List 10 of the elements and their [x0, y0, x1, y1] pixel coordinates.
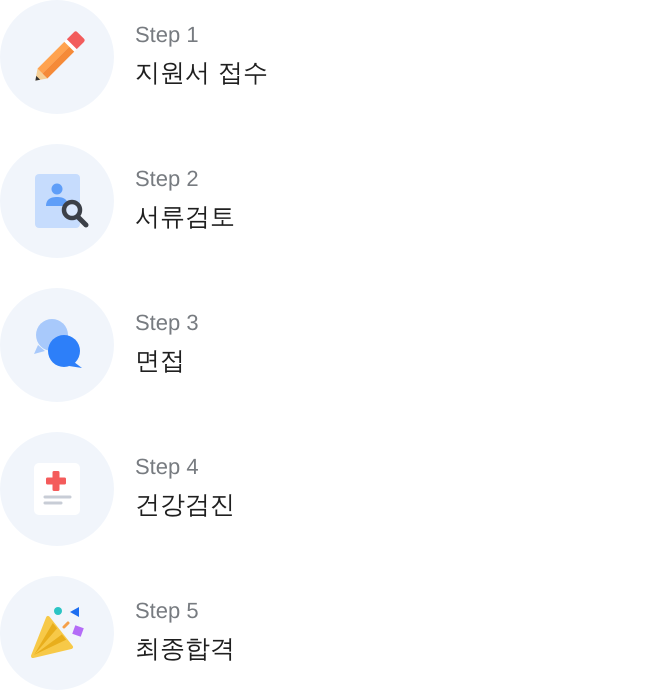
step-label: Step 3: [135, 312, 199, 334]
step-label: Step 2: [135, 168, 199, 190]
step-label: Step 5: [135, 600, 199, 622]
step-title: 면접: [135, 346, 185, 376]
step-title: 최종합격: [135, 634, 235, 664]
step-title: 서류검토: [135, 202, 235, 232]
step-label: Step 4: [135, 456, 199, 478]
step-title: 지원서 접수: [135, 58, 268, 88]
step-title: 건강검진: [135, 490, 235, 520]
step-label: Step 1: [135, 24, 199, 46]
